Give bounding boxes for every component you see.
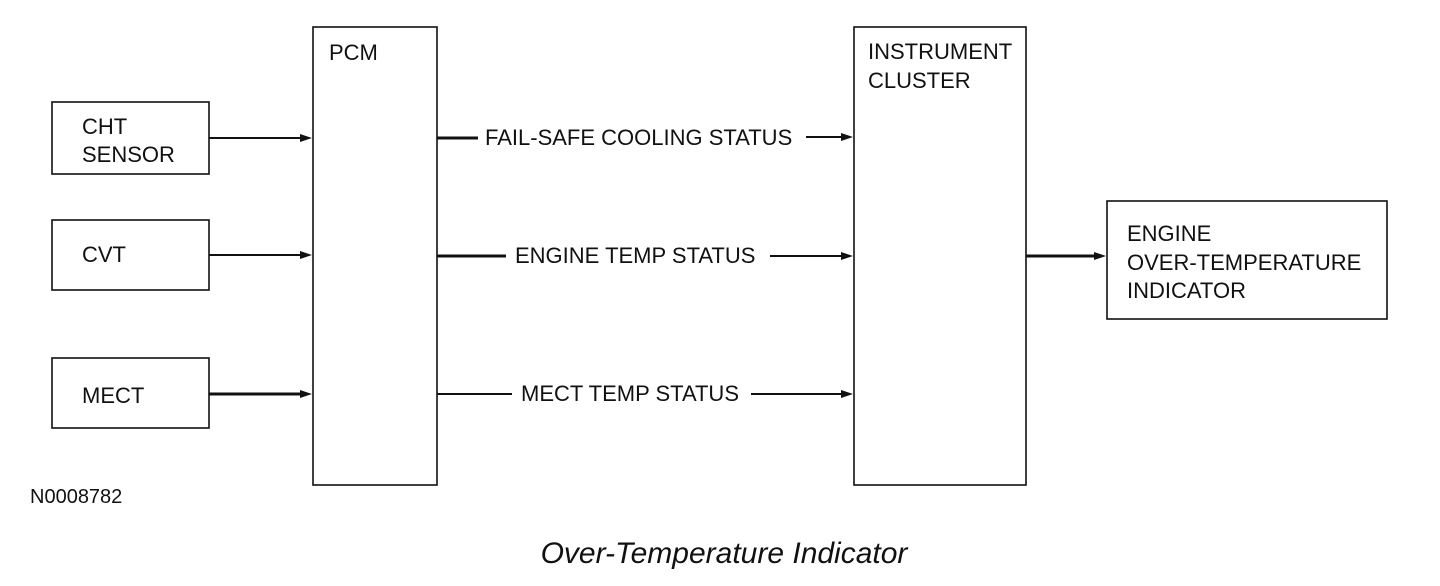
indicator-label-line1: ENGINE <box>1127 221 1211 246</box>
mect-temp-arrowhead <box>841 390 853 398</box>
pcm-block: PCM <box>312 26 438 486</box>
instrument-cluster-label-line2: CLUSTER <box>868 68 971 93</box>
cht-sensor-label-line2: SENSOR <box>82 142 175 167</box>
cvt-block: CVT <box>51 219 210 291</box>
indicator-label-line3: INDICATOR <box>1127 278 1246 303</box>
instrument-cluster-label-line1: INSTRUMENT <box>868 39 1012 64</box>
figure-reference-code: N0008782 <box>30 486 122 508</box>
cluster-to-indicator-connector <box>1026 252 1106 260</box>
pcm-label: PCM <box>329 40 378 65</box>
mect-box <box>51 357 210 429</box>
cvt-label: CVT <box>82 242 126 267</box>
mect-temp-signal-label: MECT TEMP STATUS <box>521 381 739 406</box>
indicator-box <box>1106 200 1388 320</box>
fail-safe-signal-connector: FAIL-SAFE COOLING STATUS <box>437 125 853 150</box>
fail-safe-arrowhead <box>841 133 853 141</box>
mect-to-pcm-connector <box>209 390 312 398</box>
indicator-label-line2: OVER-TEMPERATURE <box>1127 250 1361 275</box>
cvt-box <box>51 219 210 291</box>
engine-temp-signal-connector: ENGINE TEMP STATUS <box>437 243 853 268</box>
engine-temp-arrowhead <box>841 252 853 260</box>
mect-block: MECT <box>51 357 210 429</box>
cht-sensor-label-line1: CHT <box>82 114 127 139</box>
fail-safe-signal-label: FAIL-SAFE COOLING STATUS <box>485 125 792 150</box>
mect-temp-signal-connector: MECT TEMP STATUS <box>437 381 853 406</box>
cvt-to-pcm-arrowhead <box>300 251 312 259</box>
indicator-block: ENGINE OVER-TEMPERATURE INDICATOR <box>1106 200 1388 320</box>
figure-caption: Over-Temperature Indicator <box>541 537 909 570</box>
instrument-cluster-box <box>853 26 1027 486</box>
instrument-cluster-block: INSTRUMENT CLUSTER <box>853 26 1027 486</box>
cht-to-pcm-connector <box>209 134 312 142</box>
cht-sensor-block: CHT SENSOR <box>51 101 210 175</box>
pcm-box <box>312 26 438 486</box>
engine-temp-signal-label: ENGINE TEMP STATUS <box>515 243 755 268</box>
mect-to-pcm-arrowhead <box>300 390 312 398</box>
cht-sensor-box <box>51 101 210 175</box>
cvt-to-pcm-connector <box>209 251 312 259</box>
cluster-to-indicator-arrowhead <box>1094 252 1106 260</box>
cht-to-pcm-arrowhead <box>300 134 312 142</box>
mect-label: MECT <box>82 383 144 408</box>
